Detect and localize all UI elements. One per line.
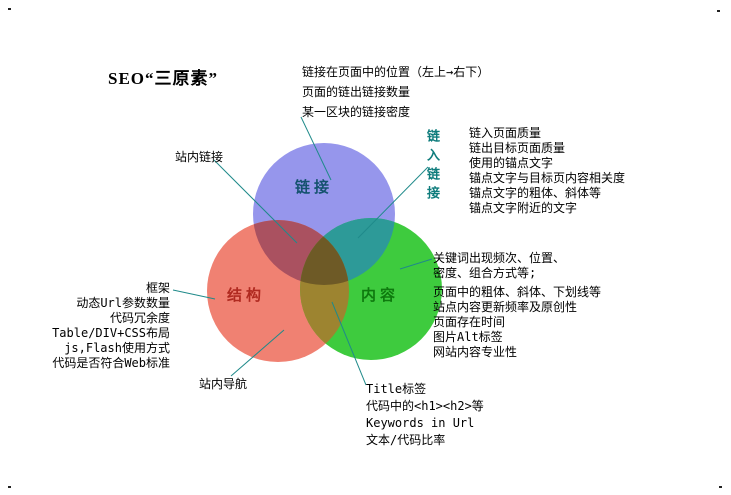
site-links-label: 站内链接 (175, 150, 224, 164)
note-line: 页面的链出链接数量 (302, 85, 411, 99)
connector-onpage (331, 301, 367, 386)
note-line: 动态Url参数数量 (76, 296, 170, 310)
diagram-title: SEO“三原素” (108, 69, 219, 88)
note-line: 框架 (145, 281, 170, 295)
note-line: Table/DIV+CSS布局 (52, 326, 170, 340)
note-line: 代码冗余度 (109, 311, 170, 325)
note-line: 页面存在时间 (433, 315, 506, 329)
note-line: 代码是否符合Web标准 (52, 356, 170, 370)
note-line: js,Flash使用方式 (64, 341, 170, 355)
note-line: Keywords in Url (366, 416, 475, 430)
note-line: 锚点文字的粗体、斜体等 (469, 186, 602, 200)
note-line: 锚点文字与目标页内容相关度 (469, 171, 626, 185)
connector-inbound (357, 166, 429, 239)
inbound-links-list: 链入页面质量 链出目标页面质量 使用的锚点文字 锚点文字与目标页内容相关度 锚点… (469, 126, 625, 216)
note-line: 链入页面质量 (469, 126, 542, 140)
content-notes-list: 关键词出现频次、位置、密度、组合方式等; 页面中的粗体、斜体、下划线等 站点内容… (433, 251, 601, 360)
note-line: 某一区块的链接密度 (302, 105, 411, 119)
connector-top-notes (300, 116, 332, 181)
note-line: 图片Alt标签 (433, 330, 503, 344)
connector-lines (172, 116, 433, 386)
note-line: 使用的锚点文字 (469, 156, 554, 170)
connector-site-nav (230, 329, 285, 377)
onpage-code-list: Title标签 代码中的<h1><h2>等 Keywords in Url 文本… (366, 381, 484, 449)
content-circle-label: 内容 (361, 286, 399, 304)
connector-content (399, 258, 433, 270)
note-line: 关键词出现频次、位置、密度、组合方式等; (433, 251, 566, 280)
note-line: 链接在页面中的位置（左上→右下） (302, 65, 490, 79)
crop-mark (717, 10, 720, 12)
connector-structure (172, 289, 216, 300)
note-line: 页面中的粗体、斜体、下划线等 (433, 285, 602, 299)
structure-circle-label: 结构 (227, 286, 265, 304)
top-link-notes: 链接在页面中的位置（左上→右下） 页面的链出链接数量 某一区块的链接密度 (302, 62, 489, 122)
note-line: 网站内容专业性 (433, 345, 518, 359)
note-line: Title标签 (366, 382, 427, 396)
note-line: 文本/代码比率 (366, 433, 446, 447)
crop-mark (8, 8, 11, 10)
crop-mark (8, 486, 11, 488)
note-line: 链出目标页面质量 (469, 141, 566, 155)
crop-mark (719, 486, 722, 488)
note-line: 锚点文字附近的文字 (469, 201, 578, 215)
links-circle-label: 链接 (295, 178, 333, 196)
connector-site-links (213, 159, 298, 244)
inbound-links-label: 链入链接 (424, 129, 439, 205)
structure-notes-list: 框架 动态Url参数数量 代码冗余度 Table/DIV+CSS布局 js,Fl… (38, 281, 170, 371)
note-line: 代码中的<h1><h2>等 (366, 399, 484, 413)
note-line: 站点内容更新频率及原创性 (433, 300, 578, 314)
site-nav-label: 站内导航 (199, 377, 248, 391)
